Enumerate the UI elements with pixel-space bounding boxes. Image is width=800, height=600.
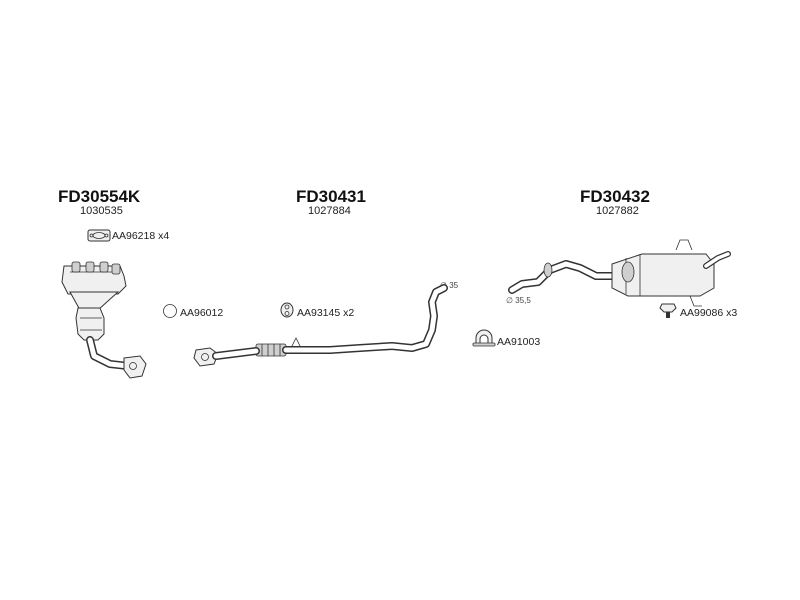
rear-silencer-icon xyxy=(508,239,731,307)
part-code-fd30431: FD30431 xyxy=(296,187,366,206)
accessory-label-aa91003: AA91003 xyxy=(497,336,540,348)
part-group-front-pipe: FD30431 1027884 ∅ 35 xyxy=(193,187,459,367)
accessory-manifold-gasket: AA96218 x4 xyxy=(87,229,169,242)
accessory-label-aa96218: AA96218 x4 xyxy=(112,230,169,242)
diameter-label-35: ∅ 35 xyxy=(440,281,459,290)
diameter-label-35-5: ∅ 35,5 xyxy=(506,296,531,305)
rubber-mount-icon xyxy=(280,302,294,318)
front-pipe-icon xyxy=(193,284,448,367)
accessory-ring-gasket: AA96012 xyxy=(163,304,223,319)
accessory-pipe-clamp: AA91003 xyxy=(472,329,540,348)
ring-gasket-icon xyxy=(163,304,177,318)
catalytic-manifold-icon xyxy=(61,261,147,379)
part-code-fd30554k: FD30554K xyxy=(58,187,141,206)
part-group-catalytic-manifold: FD30554K 1030535 xyxy=(58,187,147,379)
bolt-icon xyxy=(659,303,677,318)
accessory-label-aa93145: AA93145 x2 xyxy=(297,307,354,319)
manifold-gasket-icon xyxy=(87,229,111,242)
accessory-label-aa99086: AA99086 x3 xyxy=(680,307,737,319)
part-group-rear-silencer: FD30432 1027882 ∅ 35,5 xyxy=(506,187,731,307)
oe-number-1027884: 1027884 xyxy=(308,205,351,217)
oe-number-1030535: 1030535 xyxy=(80,205,123,217)
accessory-bolt: AA99086 x3 xyxy=(659,303,737,319)
accessory-rubber-mount: AA93145 x2 xyxy=(280,302,354,319)
oe-number-1027882: 1027882 xyxy=(596,205,639,217)
accessory-label-aa96012: AA96012 xyxy=(180,307,223,319)
pipe-clamp-icon xyxy=(472,329,496,347)
part-code-fd30432: FD30432 xyxy=(580,187,650,206)
